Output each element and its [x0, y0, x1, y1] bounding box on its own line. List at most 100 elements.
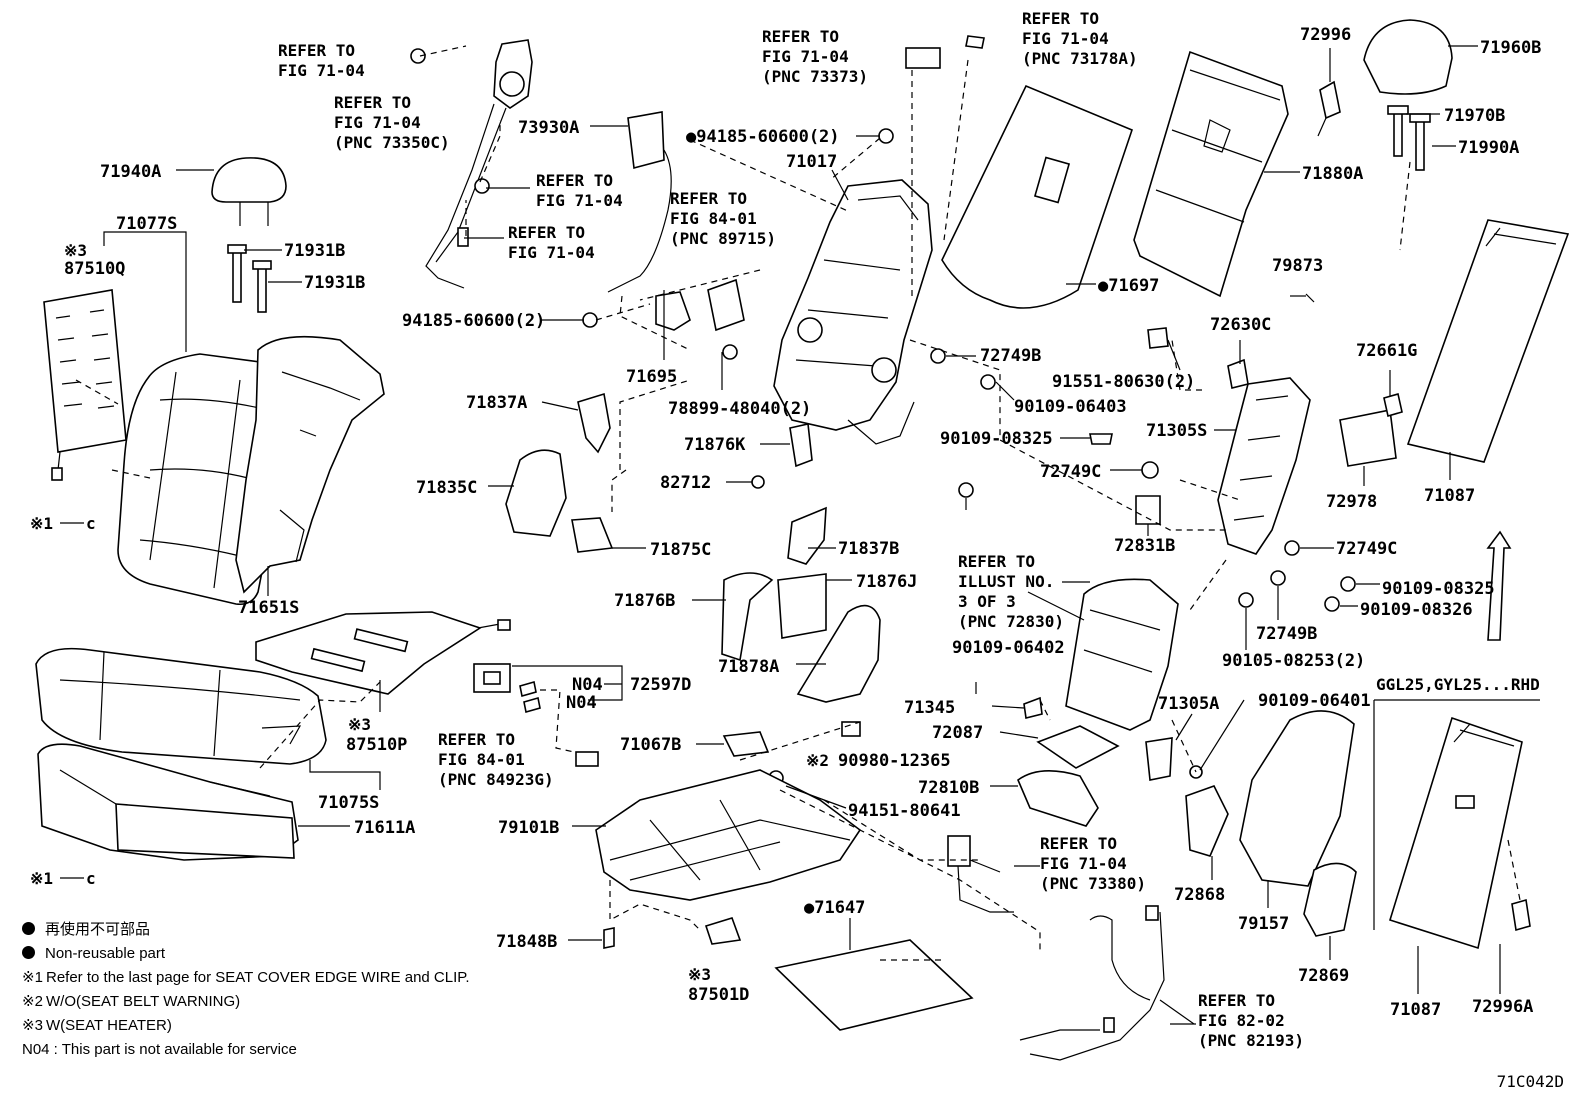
label-90109-08325-a: 90109-08325: [940, 429, 1053, 449]
non-reusable-dot-icon: [22, 922, 35, 935]
seatback-cover-71651S: [235, 335, 385, 594]
board-71087-lower: [1389, 716, 1531, 950]
label-71880A: 71880A: [1302, 164, 1363, 184]
leader-lines: [60, 45, 1540, 1025]
label-71647: ●71647: [804, 898, 865, 918]
legend-note-2: W/O(SEAT BELT WARNING): [46, 993, 241, 1010]
label-90109-08326: 90109-08326: [1360, 600, 1473, 620]
label-71067B: 71067B: [620, 735, 681, 755]
mark-3-a: ※3: [64, 241, 87, 260]
legend-mark-1: ※1: [22, 969, 43, 986]
headrest-71940A: [211, 157, 287, 226]
side-frame-71305S: [1217, 293, 1403, 555]
back-panel-71880A: [1133, 50, 1289, 298]
mark-1-b: ※1: [30, 869, 53, 888]
arrow-up: [1486, 530, 1512, 641]
label-71876K: 71876K: [684, 435, 746, 455]
label-72087: 72087: [932, 723, 983, 743]
label-94151: 94151-80641: [848, 801, 961, 821]
connectors-72597D: [473, 663, 861, 786]
label-90109-06401: 90109-06401: [1258, 691, 1371, 711]
label-N04-b: N04: [566, 693, 597, 713]
label-variant: GGL25,GYL25...RHD: [1376, 675, 1540, 694]
label-72597D: 72597D: [630, 675, 691, 695]
label-71077S: 71077S: [116, 214, 177, 234]
sheet-71647: [774, 939, 974, 1031]
label-71695: 71695: [626, 367, 677, 387]
label-72749B-a: 72749B: [980, 346, 1041, 366]
seat-adjuster-79101B: [595, 731, 862, 949]
label-71876B: 71876B: [614, 591, 675, 611]
headrest-71960B: [1317, 19, 1453, 171]
legend-n04: N04 : This part is not available for ser…: [22, 1041, 297, 1058]
label-94185-a: ●94185-60600(2): [686, 127, 840, 147]
seat-heater-back-87510Q: [43, 289, 127, 481]
label-71835C: 71835C: [416, 478, 477, 498]
label-72869: 72869: [1298, 966, 1349, 986]
bracket-71695: [655, 291, 691, 331]
label-90109-08325-b: 90109-08325: [1382, 579, 1495, 599]
label-71931B-b: 71931B: [304, 273, 365, 293]
legend-note-1: Refer to the last page for SEAT COVER ED…: [46, 969, 470, 986]
label-72749B-b: 72749B: [1256, 624, 1317, 644]
legend-note-3: W(SEAT HEATER): [46, 1017, 172, 1034]
label-71611A: 71611A: [354, 818, 415, 838]
label-71305S: 71305S: [1146, 421, 1207, 441]
label-71651S: 71651S: [238, 598, 299, 618]
label-72749C-a: 72749C: [1040, 462, 1101, 482]
label-71837A: 71837A: [466, 393, 527, 413]
seat-belt-assembly: [410, 39, 533, 289]
label-71305A: 71305A: [1158, 694, 1219, 714]
label-90980: 90980-12365: [838, 751, 951, 771]
label-90109-06403: 90109-06403: [1014, 397, 1127, 417]
side-covers-right: [1185, 710, 1357, 937]
seat-heater-cushion-87510P: [255, 611, 511, 695]
svg-text:c: c: [86, 514, 96, 533]
harness-82193: [1019, 905, 1165, 1061]
label-87510Q: 87510Q: [64, 259, 125, 279]
label-78899-a: 78899-48040(2): [668, 399, 811, 419]
label-N04-a: N04: [572, 675, 603, 695]
legend-en: Non-reusable part: [45, 945, 166, 962]
fasteners-right: [722, 327, 1356, 612]
label-71960B: 71960B: [1480, 38, 1541, 58]
note-marks: ※1 c ※1 c ※3 ※3 ※3 ※2: [30, 241, 829, 984]
label-79873: 79873: [1272, 256, 1323, 276]
label-72996: 72996: [1300, 25, 1351, 45]
label-71075S: 71075S: [318, 793, 379, 813]
headrest-guide-71931B: [227, 244, 272, 313]
label-71345: 71345: [904, 698, 955, 718]
label-71837B: 71837B: [838, 539, 899, 559]
label-72978: 72978: [1326, 492, 1377, 512]
label-72810B: 72810B: [918, 778, 979, 798]
power-seat-switch-73930A: [607, 111, 672, 293]
label-82712: 82712: [660, 473, 711, 493]
label-71970B: 71970B: [1444, 106, 1505, 126]
board-71087-upper: [1406, 219, 1570, 463]
module-89715: [707, 278, 745, 332]
mark-1-a: ※1: [30, 514, 53, 533]
mark-3-b: ※3: [348, 715, 371, 734]
label-71017: 71017: [786, 152, 837, 172]
label-79157: 79157: [1238, 914, 1289, 934]
non-reusable-dot-icon: [22, 946, 35, 959]
label-87510P: 87510P: [346, 735, 407, 755]
label-71087-a: 71087: [1424, 486, 1475, 506]
harness-73380: [947, 835, 1014, 913]
label-71990A: 71990A: [1458, 138, 1519, 158]
label-72749C-b: 72749C: [1336, 539, 1397, 559]
label-71697: ●71697: [1098, 276, 1159, 296]
diagram-code: 71C042D: [1496, 1072, 1564, 1091]
back-board-71697: [941, 84, 1133, 309]
trim-covers-center: [505, 392, 881, 703]
